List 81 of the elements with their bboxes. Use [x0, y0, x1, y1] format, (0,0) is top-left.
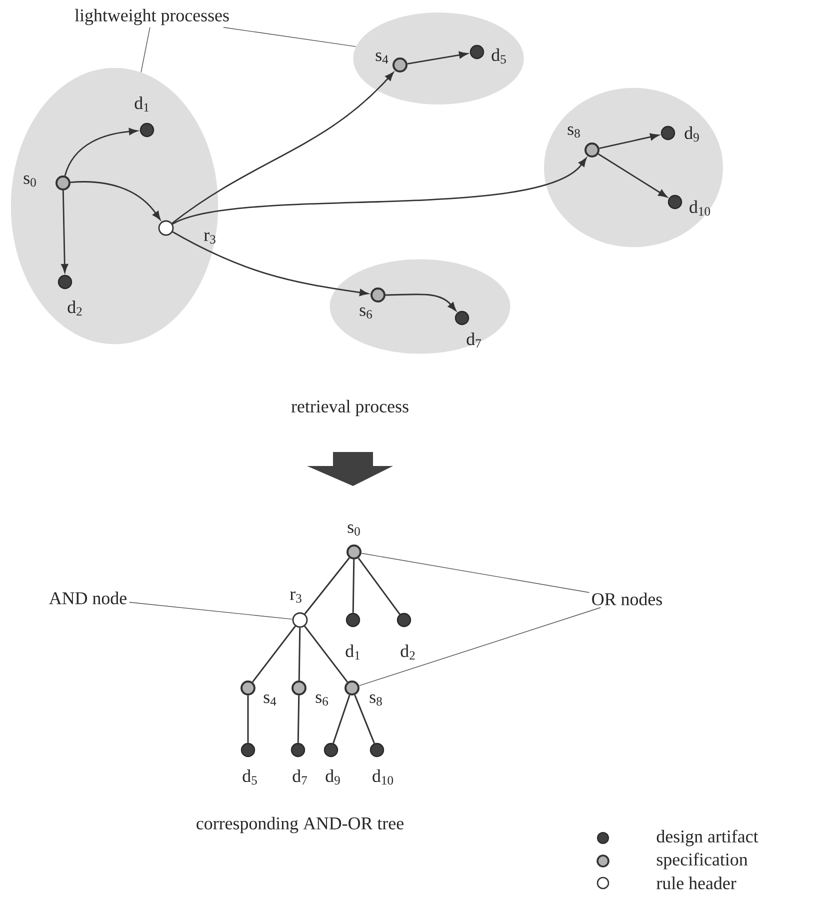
node-label: s$_{6}$	[360, 307, 372, 319]
specification-node: s$_{8}$	[344, 680, 382, 706]
node-label: d$_{5}$	[492, 48, 506, 64]
node-label: d$_{1}$	[346, 644, 360, 660]
node-label: d$_{5}$	[242, 769, 257, 785]
tree-branch	[304, 557, 350, 614]
legend-text: specification	[656, 852, 748, 870]
arrow	[172, 158, 587, 225]
node-label: d$_{1}$	[134, 96, 149, 112]
callout-text: OR nodes	[592, 592, 662, 606]
leader-line	[358, 607, 602, 686]
node-label: s$_{8}$	[370, 694, 382, 706]
arrow	[599, 133, 659, 150]
shaded-region	[353, 12, 524, 104]
node-label: s$_{4}$	[376, 52, 388, 64]
artifact-node: d$_{7}$	[290, 742, 307, 785]
artifact-node: d$_{9}$	[324, 742, 340, 785]
node-label: d$_{10}$	[690, 200, 710, 216]
caption-text: corresponding AND-OR tree	[196, 816, 404, 834]
tree-branch	[352, 560, 355, 613]
artifact-node: d$_{10}$	[370, 742, 394, 785]
arrow	[385, 294, 456, 311]
callout-text: AND node	[49, 592, 126, 604]
node-label: s$_{8}$	[568, 126, 580, 138]
rule-header-node: r$_{3}$	[290, 591, 308, 628]
tree-branch	[332, 694, 350, 744]
artifact-node: d$_{1}$	[346, 612, 360, 660]
specification-node: s$_{6}$	[360, 288, 386, 319]
artifact-node: d$_{9}$	[660, 126, 699, 142]
arrow	[70, 181, 161, 220]
rule-header-node: r$_{3}$	[158, 220, 216, 244]
artifact-node: d$_{7}$	[454, 310, 481, 348]
node-label: d$_{9}$	[326, 769, 340, 785]
artifact-node: d$_{5}$	[470, 44, 506, 64]
node-label: s$_{0}$	[348, 524, 360, 536]
specification-node: s$_{4}$	[240, 680, 276, 706]
legend-text: design artifact	[656, 830, 758, 846]
node-label: s$_{6}$	[316, 694, 328, 706]
artifact-node: d$_{10}$	[668, 194, 710, 216]
artifact-node: d$_{1}$	[134, 96, 154, 138]
node-label: d$_{7}$	[466, 332, 481, 348]
shaded-region	[10, 68, 218, 344]
artifact-node: d$_{2}$	[396, 612, 415, 660]
tree-branch	[297, 696, 300, 743]
specification-node: s$_{6}$	[292, 680, 328, 706]
node-label: r$_{3}$	[204, 232, 216, 244]
arrow	[172, 72, 394, 224]
node-label: s$_{4}$	[264, 694, 276, 706]
legend-text: rule header	[656, 876, 736, 890]
leader-line	[128, 602, 293, 620]
node-label: r$_{3}$	[290, 591, 302, 603]
tree-branch	[298, 628, 301, 681]
specification-node: s$_{0}$	[346, 524, 362, 560]
arrow	[64, 128, 138, 176]
callout-text: lightweight processes	[74, 8, 229, 26]
specification-node: s$_{4}$	[376, 52, 408, 72]
arrow	[407, 51, 468, 64]
artifact-node: d$_{5}$	[240, 742, 257, 785]
caption-text: retrieval process	[291, 400, 408, 416]
node-label: d$_{2}$	[68, 300, 82, 316]
arrow	[61, 190, 68, 273]
tree-branch	[358, 558, 400, 615]
specification-node: s$_{8}$	[568, 126, 600, 158]
node-label: d$_{2}$	[400, 644, 415, 660]
arrow	[172, 231, 368, 296]
leader-line	[223, 27, 356, 47]
arrow	[598, 153, 668, 198]
leader-line	[140, 27, 150, 73]
shaded-region	[330, 259, 510, 354]
tree-branch	[247, 696, 249, 743]
tree-branch	[252, 626, 296, 682]
tree-branch	[304, 626, 348, 682]
leader-line	[361, 552, 590, 593]
shaded-region	[544, 88, 723, 248]
tree-branch	[354, 694, 376, 744]
node-label: d$_{9}$	[684, 126, 699, 142]
artifact-node: d$_{2}$	[58, 274, 82, 316]
node-label: d$_{10}$	[372, 769, 394, 785]
node-label: d$_{7}$	[292, 769, 307, 785]
node-label: s$_{0}$	[24, 175, 36, 187]
specification-node: s$_{0}$	[24, 175, 70, 190]
